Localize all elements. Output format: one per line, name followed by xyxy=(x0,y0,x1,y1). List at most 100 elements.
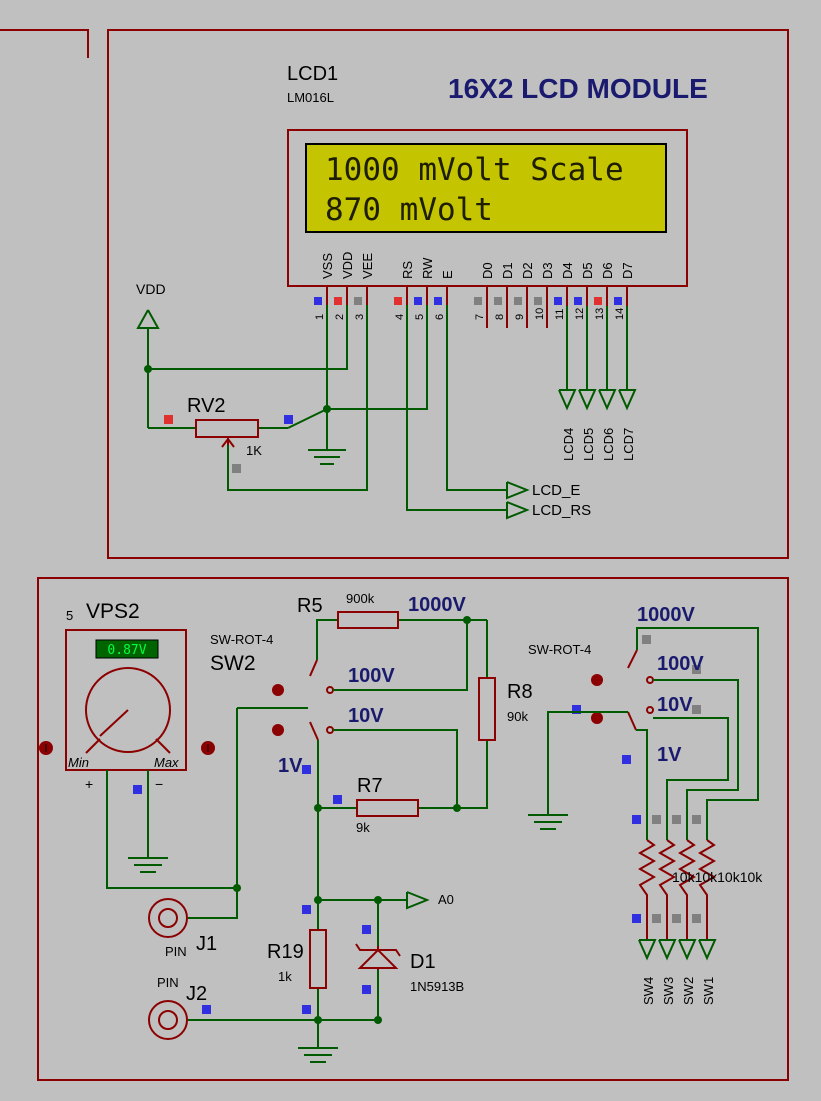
lcd-data-arrow xyxy=(618,389,637,411)
sw3-net: SW3 xyxy=(661,977,676,1005)
lcd-pin-number: 10 xyxy=(534,308,546,320)
sw2-type: SW-ROT-4 xyxy=(210,632,273,647)
pullup-pin-marker xyxy=(652,815,661,824)
j1-type: PIN xyxy=(165,944,187,959)
sw2-ref: SW2 xyxy=(210,652,256,675)
r7-value: 9k xyxy=(356,820,370,835)
rotary-switch-right[interactable] xyxy=(572,635,701,764)
sw2-pos-10v: 10V xyxy=(348,705,384,727)
lcd-rs-label: LCD_RS xyxy=(532,502,591,519)
vps-wiring xyxy=(106,707,308,919)
lcd-pin-marker xyxy=(474,297,482,305)
lcd-pin-name: D5 xyxy=(580,262,595,279)
vps2-plus: + xyxy=(85,776,93,792)
lcd7-net: LCD7 xyxy=(621,428,636,461)
lcd-module-title: 16X2 LCD MODULE xyxy=(448,73,708,104)
lcd-screen xyxy=(305,143,667,233)
vps2-min: Min xyxy=(68,755,89,770)
lcd-pin-number: 14 xyxy=(614,308,626,320)
r7-ref: R7 xyxy=(357,775,383,797)
lcd-pin-number: 11 xyxy=(554,309,566,320)
r7-resistor[interactable] xyxy=(356,799,419,817)
r5-resistor[interactable] xyxy=(337,611,399,629)
d1-zener-diode[interactable] xyxy=(355,943,401,970)
rv2-ref: RV2 xyxy=(187,395,226,417)
top-wiring xyxy=(136,305,637,520)
sw2-pos-100v: 100V xyxy=(348,665,395,687)
swr-pos-10v: 10V xyxy=(657,694,693,716)
rv2-pot[interactable] xyxy=(164,415,293,473)
r8-resistor[interactable] xyxy=(478,677,496,741)
switch-net-arrow xyxy=(638,939,657,961)
lcd-pin-name: D2 xyxy=(520,262,535,279)
lcd-pin-name: RW xyxy=(420,257,435,279)
lcd-pin-marker xyxy=(394,297,402,305)
pullup-pin-marker xyxy=(652,914,661,923)
j2-ref: J2 xyxy=(186,983,207,1005)
lcd-pin-number: 8 xyxy=(494,314,506,320)
lcd6-net: LCD6 xyxy=(601,428,616,461)
r19-ref: R19 xyxy=(267,941,304,963)
pullup-resistor[interactable] xyxy=(657,839,677,940)
top-frame xyxy=(107,29,789,559)
sw2-pos-1v: 1V xyxy=(278,755,303,777)
bottom-frame xyxy=(37,577,789,1081)
lcd-data-arrow xyxy=(558,389,577,411)
corner-frame xyxy=(0,29,89,58)
lcd-pin-marker xyxy=(494,297,502,305)
lcd-pin-number: 1 xyxy=(314,314,326,320)
pullup-values: 10k10k10k10k xyxy=(672,869,763,885)
a0-label: A0 xyxy=(438,892,454,907)
lcd-pin-name: D0 xyxy=(480,262,495,279)
r5-ref: R5 xyxy=(297,595,323,617)
switch-net-arrow xyxy=(658,939,677,961)
vps2-voltmeter[interactable] xyxy=(39,629,215,771)
lcd-pin-number: 13 xyxy=(594,308,606,320)
lcd-pin-number: 4 xyxy=(394,314,406,320)
r19-resistor[interactable] xyxy=(309,929,327,989)
lcd-pin-number: 7 xyxy=(474,314,486,320)
pullup-resistor[interactable] xyxy=(697,839,717,940)
lcd-pin-marker xyxy=(554,297,562,305)
vps2-readout: 0.87V xyxy=(107,643,146,658)
swr-pos-100v: 100V xyxy=(657,653,704,675)
j1-pin[interactable] xyxy=(148,898,188,938)
lcd-pin-marker xyxy=(314,297,322,305)
rv2-value: 1K xyxy=(246,443,262,458)
lcd-pin-marker xyxy=(414,297,422,305)
pullup-resistor[interactable] xyxy=(677,839,697,940)
lcd-line-2: 870 mVolt xyxy=(325,192,493,228)
lcd-pin-marker xyxy=(334,297,342,305)
vps2-minus: − xyxy=(155,776,163,792)
pullup-pin-marker xyxy=(672,815,681,824)
lcd-pin-name: RS xyxy=(400,261,415,279)
right-wiring xyxy=(528,627,759,961)
pullup-pin-marker xyxy=(632,815,641,824)
sw2-net: SW2 xyxy=(681,977,696,1005)
lcd-pin-marker xyxy=(574,297,582,305)
lcd-data-arrow xyxy=(578,389,597,411)
lcd-part: LM016L xyxy=(287,90,334,105)
lcd-pin-name: VDD xyxy=(340,252,355,279)
lcd-pin-number: 5 xyxy=(414,314,426,320)
pullup-resistor[interactable] xyxy=(637,839,657,940)
lcd-pin-name: D1 xyxy=(500,262,515,279)
vps2-num: 5 xyxy=(66,608,73,623)
d1-value: 1N5913B xyxy=(410,979,464,994)
pullup-pin-marker xyxy=(672,914,681,923)
lcd-pin-number: 9 xyxy=(514,314,526,320)
lcd-e-label: LCD_E xyxy=(532,482,580,499)
switch-net-arrow xyxy=(698,939,717,961)
lcd-pins: VSS1VDD2VEE3RS4RW5E6D07D18D29D310D411D51… xyxy=(314,252,635,328)
divider-wiring xyxy=(188,616,488,1063)
j2-pin[interactable] xyxy=(148,1000,188,1040)
swr-pos-1000v: 1000V xyxy=(637,604,695,626)
lcd-pin-name: D7 xyxy=(620,262,635,279)
lcd-pin-number: 2 xyxy=(334,314,346,320)
vps2-max: Max xyxy=(154,755,179,770)
sw1-net: SW1 xyxy=(701,977,716,1005)
lcd-pin-number: 3 xyxy=(354,314,366,320)
lcd-pin-number: 6 xyxy=(434,314,446,320)
lcd-pin-name: VSS xyxy=(320,253,335,279)
lcd-pin-name: D4 xyxy=(560,262,575,279)
